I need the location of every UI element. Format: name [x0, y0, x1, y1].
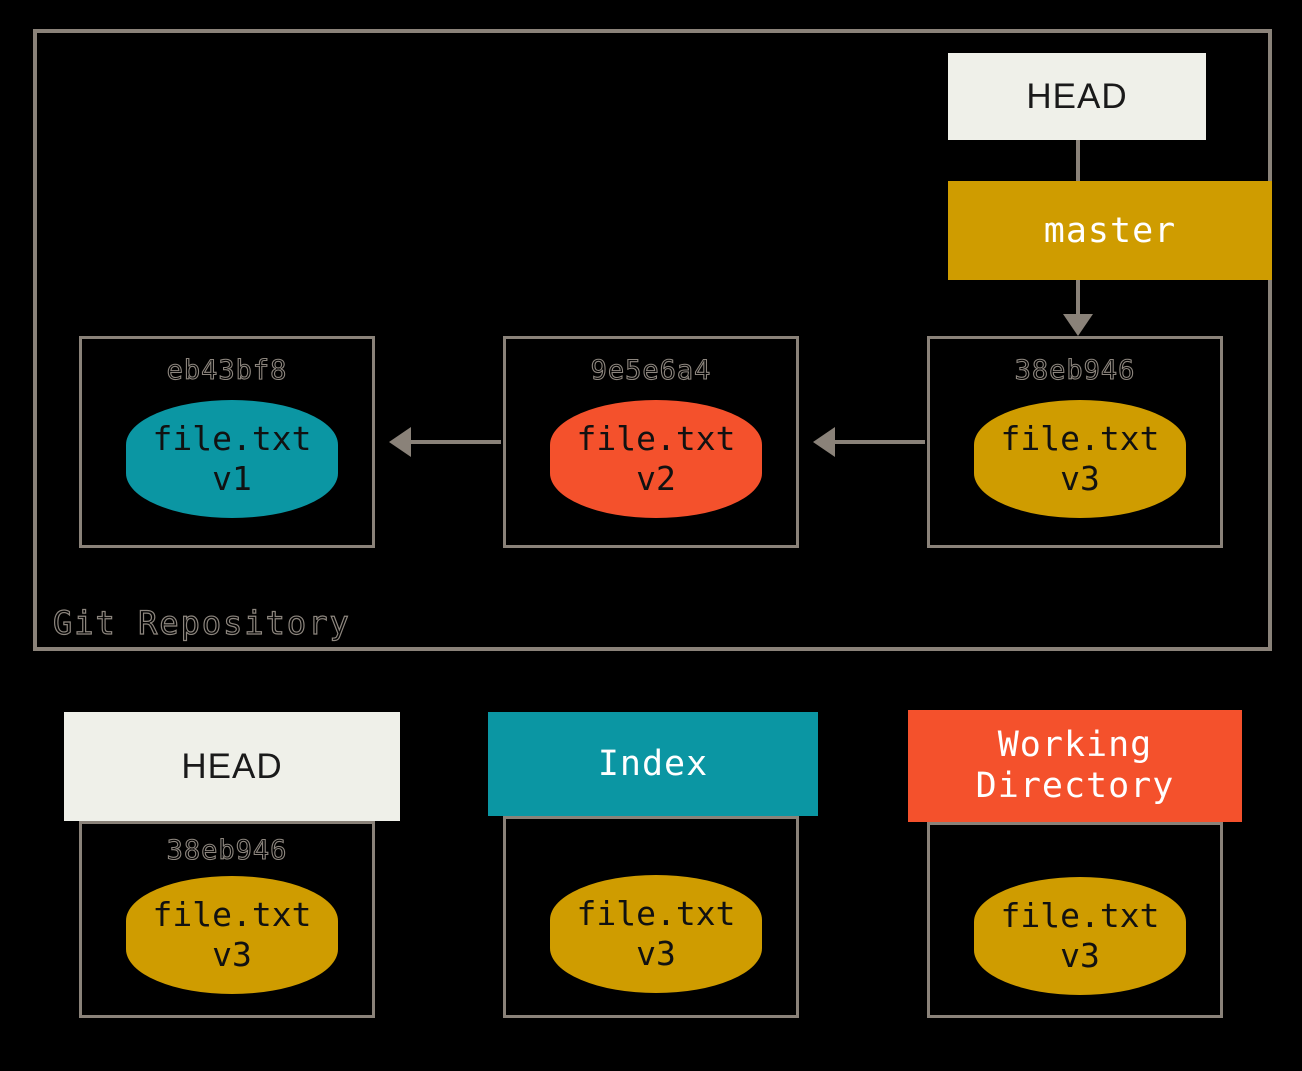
area-blob-file-head: file.txt: [152, 895, 312, 934]
git-repository-frame: [33, 29, 1272, 651]
commit-hash-2: 9e5e6a4: [590, 354, 712, 386]
commit3-to-commit2-line: [835, 440, 925, 444]
area-header-head-label: HEAD: [181, 746, 283, 786]
area-blob-version-head: v3: [212, 935, 252, 974]
commit-blob-2: file.txt v2: [550, 400, 762, 518]
commit3-to-commit2-arrowhead: [813, 427, 835, 457]
commit-cell-3[interactable]: 38eb946 file.txt v3: [927, 336, 1223, 548]
repo-head-label: HEAD: [1026, 76, 1128, 116]
area-cell-index[interactable]: file.txt v3: [503, 816, 799, 1018]
area-header-index-label: Index: [597, 744, 709, 784]
area-blob-working-directory: file.txt v3: [974, 877, 1186, 995]
area-blob-file-working-directory: file.txt: [1000, 896, 1160, 935]
area-header-working-directory[interactable]: Working Directory: [908, 710, 1242, 822]
area-header-index[interactable]: Index: [488, 712, 818, 816]
area-header-working-directory-label: Working Directory: [975, 725, 1175, 806]
commit-blob-file-3: file.txt: [1000, 419, 1160, 458]
git-repository-label: Git Repository: [47, 601, 357, 645]
commit-blob-file-2: file.txt: [576, 419, 736, 458]
area-cell-head[interactable]: 38eb946 file.txt v3: [79, 821, 375, 1018]
commit-blob-3: file.txt v3: [974, 400, 1186, 518]
commit-hash-3: 38eb946: [1014, 354, 1136, 386]
repo-branch-master-label: master: [1043, 210, 1177, 251]
area-blob-version-working-directory: v3: [1060, 936, 1100, 975]
area-blob-head: file.txt v3: [126, 876, 338, 994]
commit-cell-1[interactable]: eb43bf8 file.txt v1: [79, 336, 375, 548]
area-blob-index: file.txt v3: [550, 875, 762, 993]
master-to-commit-connector: [1076, 280, 1080, 316]
commit-blob-version-1: v1: [212, 459, 252, 498]
commit-blob-file-1: file.txt: [152, 419, 312, 458]
area-hash-head: 38eb946: [166, 834, 288, 866]
master-to-commit-arrowhead: [1063, 314, 1093, 336]
repo-head-box[interactable]: HEAD: [948, 53, 1206, 140]
head-to-master-connector: [1076, 140, 1080, 181]
commit-cell-2[interactable]: 9e5e6a4 file.txt v2: [503, 336, 799, 548]
area-blob-file-index: file.txt: [576, 894, 736, 933]
commit2-to-commit1-arrowhead: [389, 427, 411, 457]
commit2-to-commit1-line: [411, 440, 501, 444]
area-header-head[interactable]: HEAD: [64, 712, 400, 821]
commit-hash-1: eb43bf8: [166, 354, 288, 386]
commit-blob-version-3: v3: [1060, 459, 1100, 498]
repo-branch-master-box[interactable]: master: [948, 181, 1272, 280]
commit-blob-version-2: v2: [636, 459, 676, 498]
area-blob-version-index: v3: [636, 934, 676, 973]
commit-blob-1: file.txt v1: [126, 400, 338, 518]
area-cell-working-directory[interactable]: file.txt v3: [927, 822, 1223, 1018]
